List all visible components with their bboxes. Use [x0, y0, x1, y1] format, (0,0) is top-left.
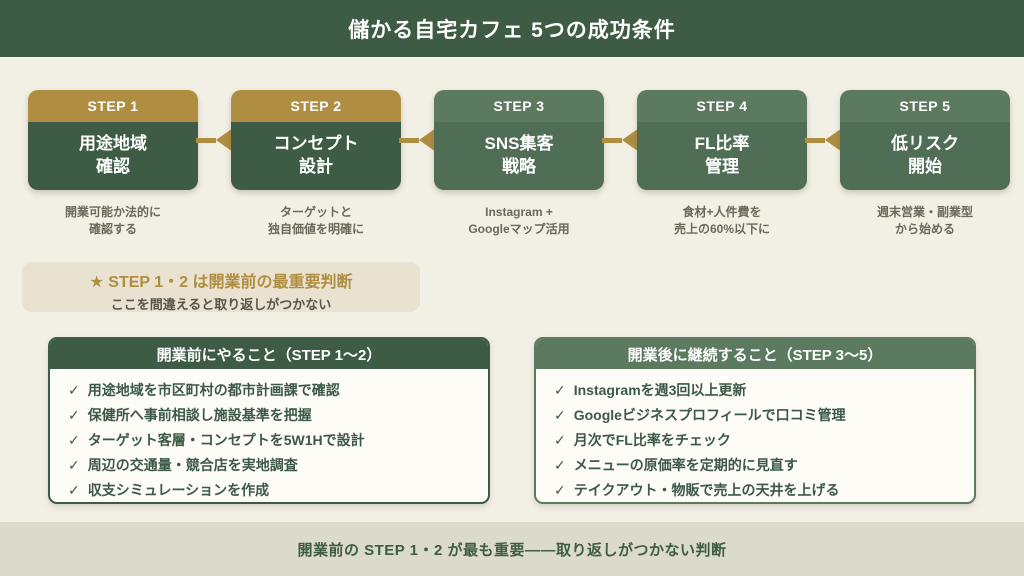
- checklist-after-opening: 開業後に継続すること（STEP 3〜5） ✓ Instagramを週3回以上更新…: [534, 337, 976, 504]
- list-item-text: 保健所へ事前相談し施設基準を把握: [87, 407, 312, 423]
- step-1-title: 用途地域 確認: [28, 122, 198, 190]
- checkmark-icon: ✓: [554, 432, 566, 448]
- footer-bar: 開業前の STEP 1・2 が最も重要——取り返しがつかない判断: [0, 522, 1024, 576]
- step-5-title: 低リスク 開始: [840, 122, 1010, 190]
- step-4-card: STEP 4 FL比率 管理: [637, 90, 807, 190]
- step-2-card: STEP 2 コンセプト 設計: [231, 90, 401, 190]
- list-item-text: Googleビジネスプロフィールで口コミ管理: [573, 407, 846, 423]
- checkmark-icon: ✓: [554, 482, 566, 498]
- list-item-text: 収支シミュレーションを作成: [87, 482, 270, 498]
- arrow-left-icon: [602, 90, 639, 190]
- step-5-card: STEP 5 低リスク 開始: [840, 90, 1010, 190]
- callout-subtitle: ここを間違えると取り返しがつかない: [110, 297, 332, 312]
- page-title: 儲かる自宅カフェ 5つの成功条件: [348, 18, 676, 42]
- list-item-text: テイクアウト・物販で売上の天井を上げる: [573, 482, 840, 498]
- callout-title: ★ STEP 1・2 は開業前の最重要判断: [22, 268, 420, 292]
- star-icon: ★: [89, 274, 104, 291]
- step-2-caption: ターゲットと 独自価値を明確に: [267, 205, 364, 236]
- step-4-unit: STEP 4 FL比率 管理 食材+人件費を 売上の60%以下に: [637, 90, 807, 238]
- step-3-card: STEP 3 SNS集客 戦略: [434, 90, 604, 190]
- checklists-row: 開業前にやること（STEP 1〜2） ✓ 用途地域を市区町村の都市計画課で確認 …: [0, 337, 1024, 504]
- step-3-label: STEP 3: [434, 90, 604, 122]
- list-item: ✓ 周辺の交通量・競合店を実地調査: [68, 453, 470, 478]
- step-4-label: STEP 4: [637, 90, 807, 122]
- step-1-card: STEP 1 用途地域 確認: [28, 90, 198, 190]
- step-1-caption: 開業可能か法的に 確認する: [64, 205, 161, 236]
- step-5-caption: 週末営業・副業型 から始める: [876, 205, 973, 236]
- footer-message: 開業前の STEP 1・2 が最も重要——取り返しがつかない判断: [297, 541, 727, 559]
- checkmark-icon: ✓: [68, 482, 80, 498]
- list-item-text: ターゲット客層・コンセプトを5W1Hで設計: [87, 432, 365, 448]
- list-item-text: Instagramを週3回以上更新: [573, 382, 747, 398]
- step-3-unit: STEP 3 SNS集客 戦略 Instagram + Googleマップ活用: [434, 90, 604, 238]
- list-item: ✓ 用途地域を市区町村の都市計画課で確認: [68, 378, 470, 403]
- important-callout: ★ STEP 1・2 は開業前の最重要判断 ここを間違えると取り返しがつかない: [22, 262, 420, 312]
- step-5-unit: STEP 5 低リスク 開始 週末営業・副業型 から始める: [840, 90, 1010, 238]
- checkmark-icon: ✓: [68, 382, 80, 398]
- arrow-left-icon: [399, 90, 436, 190]
- step-4-caption: 食材+人件費を 売上の60%以下に: [673, 205, 771, 236]
- step-4-title: FL比率 管理: [637, 122, 807, 190]
- list-item-text: 月次でFL比率をチェック: [573, 432, 731, 448]
- step-5-label: STEP 5: [840, 90, 1010, 122]
- title-bar: 儲かる自宅カフェ 5つの成功条件: [0, 0, 1024, 57]
- checkmark-icon: ✓: [68, 407, 80, 423]
- step-2-label: STEP 2: [231, 90, 401, 122]
- list-item: ✓ 収支シミュレーションを作成: [68, 478, 470, 502]
- checklist-before-opening: 開業前にやること（STEP 1〜2） ✓ 用途地域を市区町村の都市計画課で確認 …: [48, 337, 490, 504]
- checklist-after-title: 開業後に継続すること（STEP 3〜5）: [536, 339, 974, 369]
- list-item: ✓ テイクアウト・物販で売上の天井を上げる: [554, 478, 956, 502]
- checkmark-icon: ✓: [554, 457, 566, 473]
- list-item-text: 用途地域を市区町村の都市計画課で確認: [87, 382, 340, 398]
- list-item: ✓ 月次でFL比率をチェック: [554, 428, 956, 453]
- arrow-left-icon: [805, 90, 842, 190]
- checkmark-icon: ✓: [68, 457, 80, 473]
- list-item: ✓ Instagramを週3回以上更新: [554, 378, 956, 403]
- steps-flow: STEP 1 用途地域 確認 開業可能か法的に 確認する STEP 2 コンセプ…: [0, 90, 1024, 238]
- step-1-label: STEP 1: [28, 90, 198, 122]
- arrow-left-icon: [196, 90, 233, 190]
- list-item-text: メニューの原価率を定期的に見直す: [573, 457, 798, 473]
- step-2-unit: STEP 2 コンセプト 設計 ターゲットと 独自価値を明確に: [231, 90, 401, 238]
- list-item: ✓ ターゲット客層・コンセプトを5W1Hで設計: [68, 428, 470, 453]
- step-1-unit: STEP 1 用途地域 確認 開業可能か法的に 確認する: [28, 90, 198, 238]
- checkmark-icon: ✓: [68, 432, 80, 448]
- list-item-text: 周辺の交通量・競合店を実地調査: [87, 457, 298, 473]
- list-item: ✓ 保健所へ事前相談し施設基準を把握: [68, 403, 470, 428]
- checkmark-icon: ✓: [554, 382, 566, 398]
- step-2-title: コンセプト 設計: [231, 122, 401, 190]
- step-3-title: SNS集客 戦略: [434, 122, 604, 190]
- list-item: ✓ Googleビジネスプロフィールで口コミ管理: [554, 403, 956, 428]
- checklist-before-title: 開業前にやること（STEP 1〜2）: [50, 339, 488, 369]
- step-3-caption: Instagram + Googleマップ活用: [468, 205, 570, 236]
- callout-title-text: STEP 1・2 は開業前の最重要判断: [108, 274, 353, 291]
- checkmark-icon: ✓: [554, 407, 566, 423]
- list-item: ✓ メニューの原価率を定期的に見直す: [554, 453, 956, 478]
